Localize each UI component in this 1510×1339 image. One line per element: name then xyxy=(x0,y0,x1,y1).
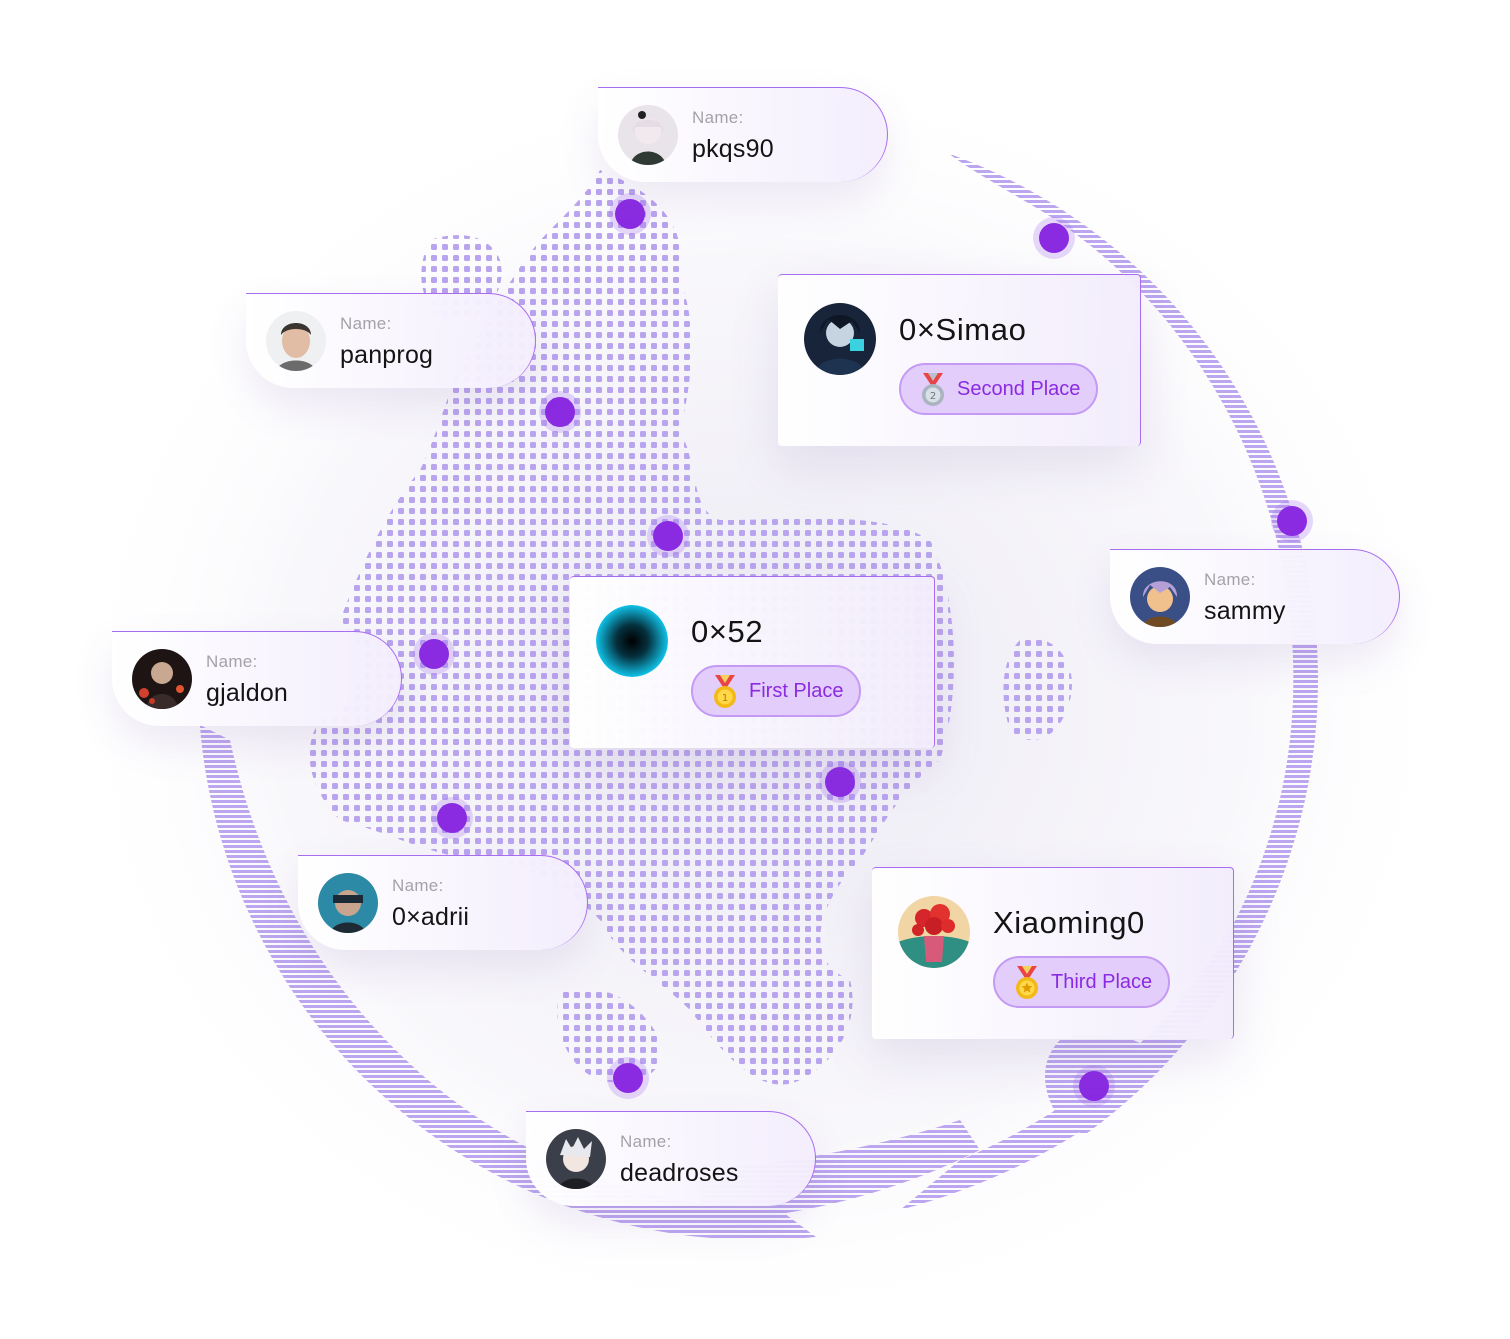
user-card-panprog[interactable]: Name: panprog xyxy=(246,293,536,388)
continent-south xyxy=(557,987,662,1083)
location-marker[interactable] xyxy=(413,633,455,675)
place-badge: Third Place xyxy=(993,956,1171,1008)
name-label: Name: xyxy=(692,108,744,127)
user-name: pkqs90 xyxy=(692,135,774,163)
place-badge: 2 Second Place xyxy=(899,363,1099,415)
svg-text:1: 1 xyxy=(722,693,728,704)
user-card-pkqs90[interactable]: Name: pkqs90 xyxy=(598,87,888,182)
avatar xyxy=(266,311,326,371)
user-card-0xadrii[interactable]: Name: 0×adrii xyxy=(298,855,588,950)
continent-rim-west xyxy=(198,720,820,1240)
location-marker[interactable] xyxy=(1073,1065,1115,1107)
winner-card-third[interactable]: Xiaoming0 Third Place xyxy=(872,867,1234,1039)
winner-card-second[interactable]: 0×Simao 2 Second Place xyxy=(778,274,1141,446)
continent-rim-east xyxy=(900,125,1318,1210)
user-name: panprog xyxy=(340,341,434,369)
name-label: Name: xyxy=(1204,570,1256,589)
user-name: gjaldon xyxy=(206,679,289,707)
user-card-sammy[interactable]: Name: sammy xyxy=(1110,549,1400,644)
avatar xyxy=(596,605,668,677)
svg-text:2: 2 xyxy=(930,391,936,402)
winner-name: Xiaoming0 xyxy=(993,905,1145,940)
location-marker[interactable] xyxy=(431,797,473,839)
location-marker[interactable] xyxy=(1033,217,1075,259)
location-marker[interactable] xyxy=(609,193,651,235)
avatar xyxy=(898,896,970,968)
avatar xyxy=(804,303,876,375)
winner-card-first[interactable]: 0×52 1 First Place xyxy=(570,576,935,748)
winner-name: 0×Simao xyxy=(899,312,1027,347)
silver-medal-icon: 2 xyxy=(922,373,944,406)
avatar xyxy=(1130,567,1190,627)
gold-medal-star-icon xyxy=(1016,966,1038,999)
user-name: deadroses xyxy=(620,1159,739,1187)
avatar xyxy=(546,1129,606,1189)
location-marker[interactable] xyxy=(819,761,861,803)
continent-east-islands xyxy=(1003,638,1072,740)
avatar xyxy=(618,105,678,165)
location-marker[interactable] xyxy=(1271,500,1313,542)
user-name: sammy xyxy=(1204,597,1286,625)
place-label: First Place xyxy=(749,679,844,702)
place-label: Third Place xyxy=(1051,970,1153,993)
name-label: Name: xyxy=(340,314,392,333)
place-badge: 1 First Place xyxy=(691,665,862,717)
avatar xyxy=(132,649,192,709)
winner-name: 0×52 xyxy=(691,614,764,649)
user-card-deadroses[interactable]: Name: deadroses xyxy=(526,1111,816,1206)
location-marker[interactable] xyxy=(539,391,581,433)
name-label: Name: xyxy=(392,876,444,895)
gold-medal-icon: 1 xyxy=(714,675,736,708)
place-label: Second Place xyxy=(957,377,1081,400)
name-label: Name: xyxy=(620,1132,672,1151)
location-marker[interactable] xyxy=(647,515,689,557)
avatar xyxy=(318,873,378,933)
location-marker[interactable] xyxy=(607,1057,649,1099)
user-name: 0×adrii xyxy=(392,903,470,931)
user-card-gjaldon[interactable]: Name: gjaldon xyxy=(112,631,402,726)
name-label: Name: xyxy=(206,652,258,671)
